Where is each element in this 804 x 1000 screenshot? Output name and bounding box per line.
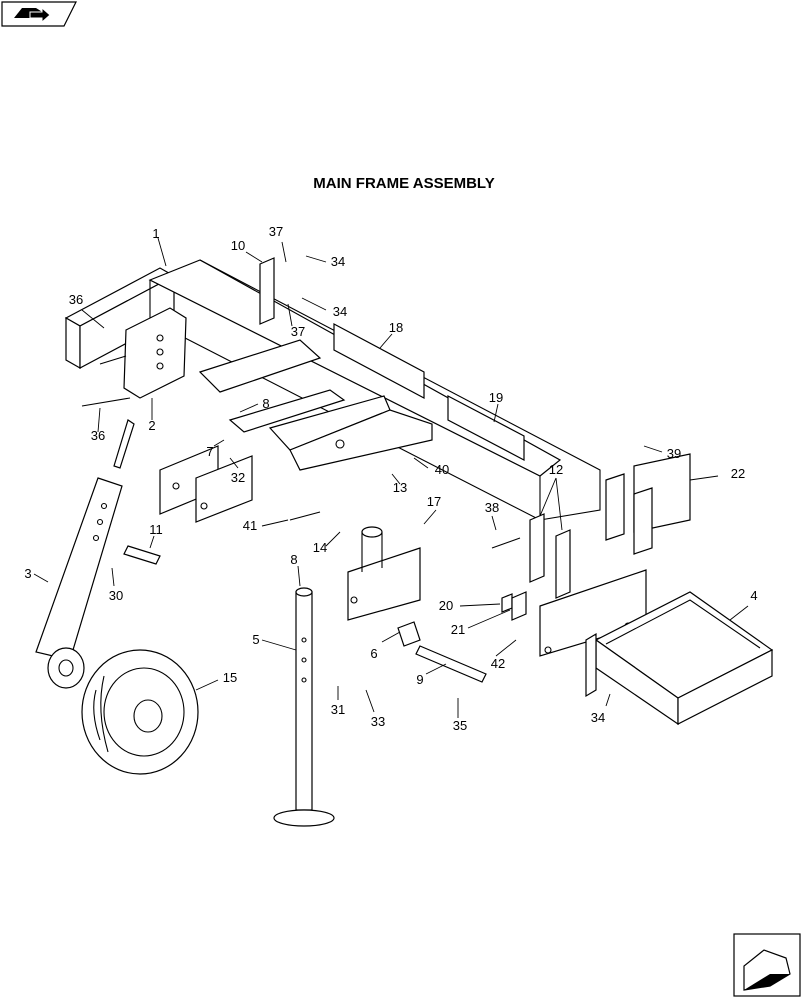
callout-8: 8 (290, 552, 297, 567)
callout-33: 33 (371, 714, 385, 729)
callout-labels: 1 10 37 34 34 37 36 18 8 36 2 19 7 32 39… (24, 224, 757, 733)
leader-lines (33, 237, 749, 718)
callout-5: 5 (252, 632, 259, 647)
callout-8: 8 (262, 396, 269, 411)
callout-37: 37 (269, 224, 283, 239)
callout-20: 20 (439, 598, 453, 613)
callout-6: 6 (370, 646, 377, 661)
callout-31: 31 (331, 702, 345, 717)
callout-18: 18 (389, 320, 403, 335)
callout-17: 17 (427, 494, 441, 509)
book-navigation-icon[interactable] (1, 1, 77, 27)
callout-34: 34 (591, 710, 605, 725)
callout-21: 21 (451, 622, 465, 637)
callout-34: 34 (333, 304, 347, 319)
callout-11: 11 (149, 522, 163, 537)
callout-13: 13 (393, 480, 407, 495)
callout-36: 36 (91, 428, 105, 443)
next-page-arrow-icon[interactable] (733, 933, 801, 997)
callout-36: 36 (69, 292, 83, 307)
callout-7: 7 (206, 444, 213, 459)
callout-9: 9 (416, 672, 423, 687)
callout-42: 42 (491, 656, 505, 671)
callout-34: 34 (331, 254, 345, 269)
callout-41: 41 (243, 518, 257, 533)
callout-19: 19 (489, 390, 503, 405)
callout-12: 12 (549, 462, 563, 477)
callout-3: 3 (24, 566, 31, 581)
callout-39: 39 (667, 446, 681, 461)
diagram-title: MAIN FRAME ASSEMBLY (313, 175, 494, 192)
callout-14: 14 (313, 540, 327, 555)
callout-40: 40 (435, 462, 449, 477)
callout-10: 10 (231, 238, 245, 253)
callout-15: 15 (223, 670, 237, 685)
callout-32: 32 (231, 470, 245, 485)
callout-38: 38 (485, 500, 499, 515)
callout-22: 22 (731, 466, 745, 481)
callout-2: 2 (148, 418, 155, 433)
callout-37: 37 (291, 324, 305, 339)
callout-30: 30 (109, 588, 123, 603)
main-frame-drawing (35, 257, 774, 827)
callout-35: 35 (453, 718, 467, 733)
callout-4: 4 (750, 588, 757, 603)
callout-1: 1 (152, 226, 159, 241)
